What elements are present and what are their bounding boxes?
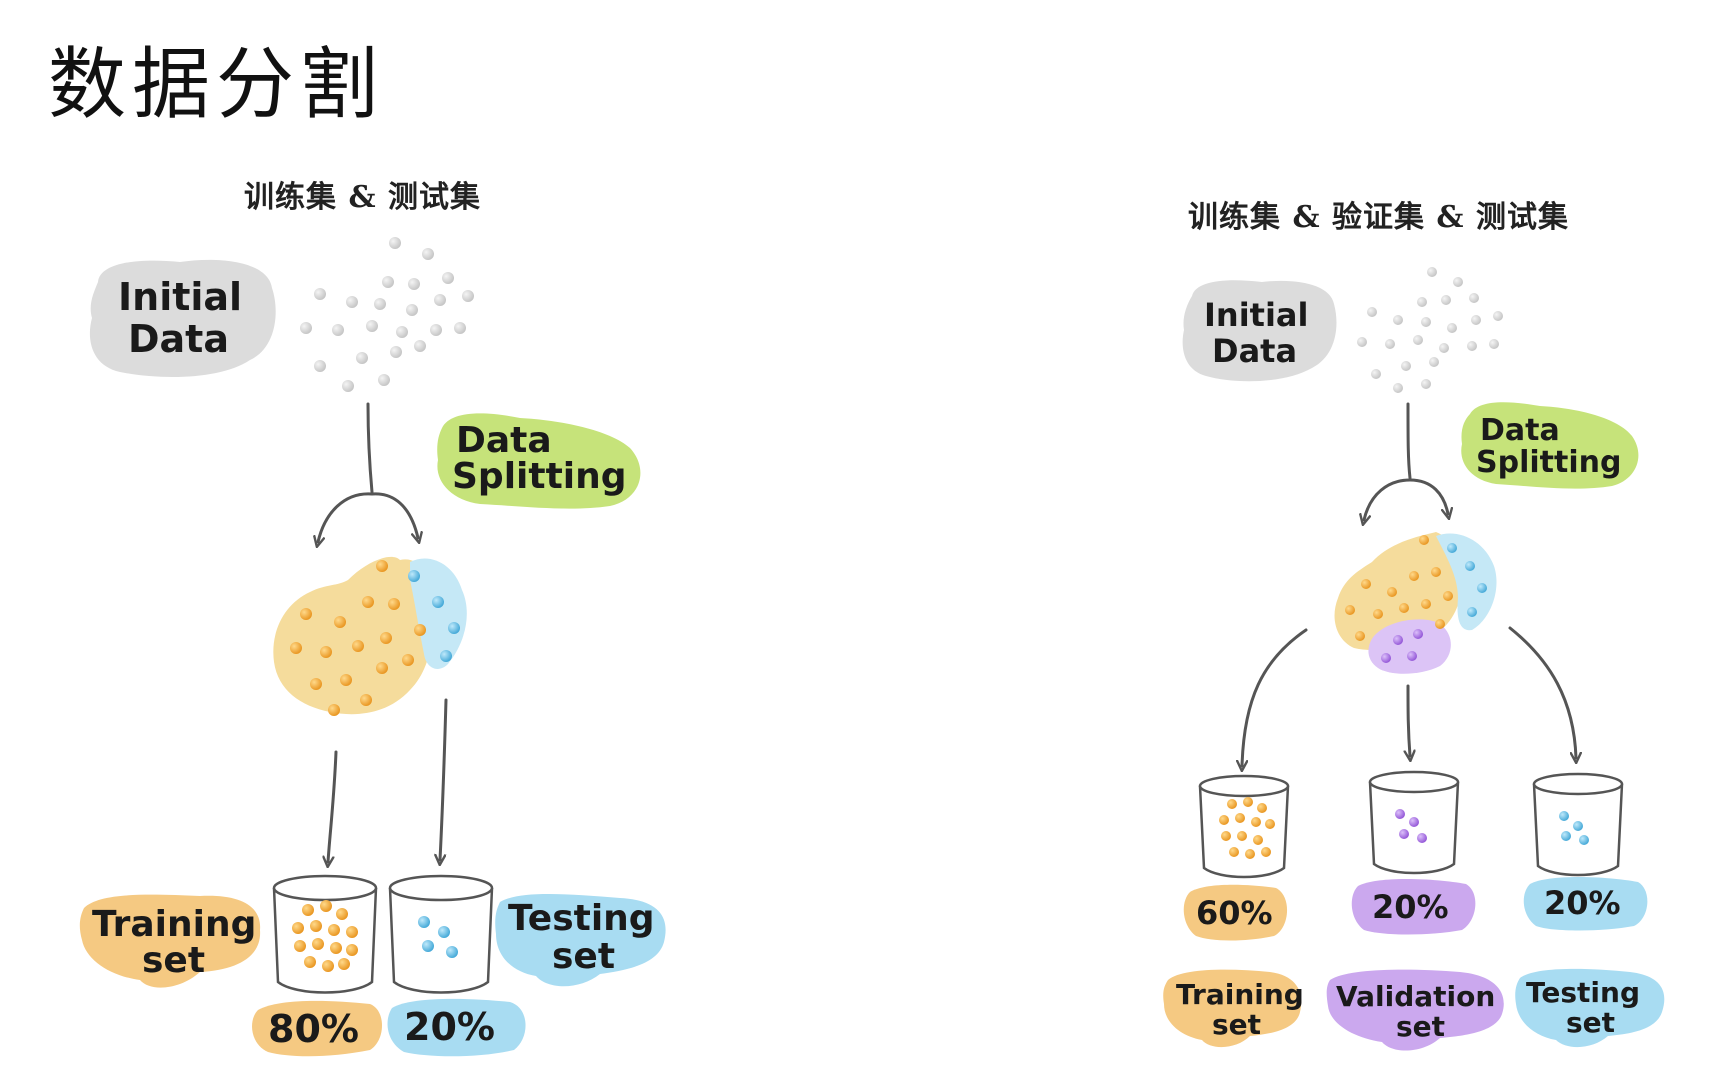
- training-jar-right: [1200, 776, 1288, 877]
- right-diagram: Initial Data Data: [1163, 267, 1664, 1051]
- validation-pct-label-right: 20%: [1372, 888, 1449, 926]
- initial-label-right-line2: Data: [1212, 332, 1297, 370]
- validation-jar-right: [1370, 772, 1458, 873]
- left-diagram: Initial Data: [80, 237, 666, 1056]
- split-stem: [368, 404, 372, 492]
- initial-data-points: [300, 237, 474, 392]
- initial-label-right-line1: Initial: [1204, 296, 1308, 334]
- split-stem-right: [1408, 404, 1410, 478]
- testing-label-line2: set: [552, 936, 615, 977]
- initial-label-line1: Initial: [118, 275, 242, 319]
- training-cluster-blob: [273, 557, 432, 714]
- testing-jar: [390, 876, 492, 993]
- testing-jar-right: [1534, 774, 1622, 875]
- splitting-label-right-line2: Splitting: [1476, 445, 1621, 480]
- initial-data-points-right: [1357, 267, 1503, 393]
- arrow-to-validation-right: [1408, 686, 1410, 756]
- split-arrow-right-right: [1410, 480, 1448, 514]
- testing-label-right-line1: Testing: [1526, 976, 1640, 1009]
- training-label-right-line1: Training: [1176, 978, 1304, 1011]
- splitting-label-line1: Data: [456, 420, 552, 461]
- initial-label-line2: Data: [128, 317, 229, 361]
- training-jar: [274, 876, 376, 993]
- arrow-to-testing-right: [1510, 628, 1576, 758]
- splitting-label-line2: Splitting: [452, 456, 627, 497]
- training-pct-label-right: 60%: [1196, 894, 1273, 932]
- testing-pct-label-right: 20%: [1544, 884, 1621, 922]
- arrow-to-testing: [440, 700, 446, 860]
- validation-label-right-line1: Validation: [1336, 980, 1495, 1013]
- split-arrow-right: [372, 494, 418, 538]
- training-pct-label: 80%: [268, 1007, 359, 1051]
- split-arrow-left: [318, 494, 372, 542]
- arrow-to-training: [328, 752, 336, 862]
- testing-label-right-line2: set: [1566, 1006, 1615, 1039]
- validation-label-right-line2: set: [1396, 1010, 1445, 1043]
- training-label-right-line2: set: [1212, 1008, 1261, 1041]
- testing-pct-label: 20%: [404, 1005, 495, 1049]
- training-label-line1: Training: [92, 904, 256, 945]
- training-label-line2: set: [142, 940, 205, 981]
- splitting-label-right-line1: Data: [1480, 413, 1560, 448]
- split-arrow-left-right: [1364, 480, 1410, 520]
- arrow-to-training-right: [1242, 630, 1306, 766]
- testing-label-line1: Testing: [508, 898, 655, 939]
